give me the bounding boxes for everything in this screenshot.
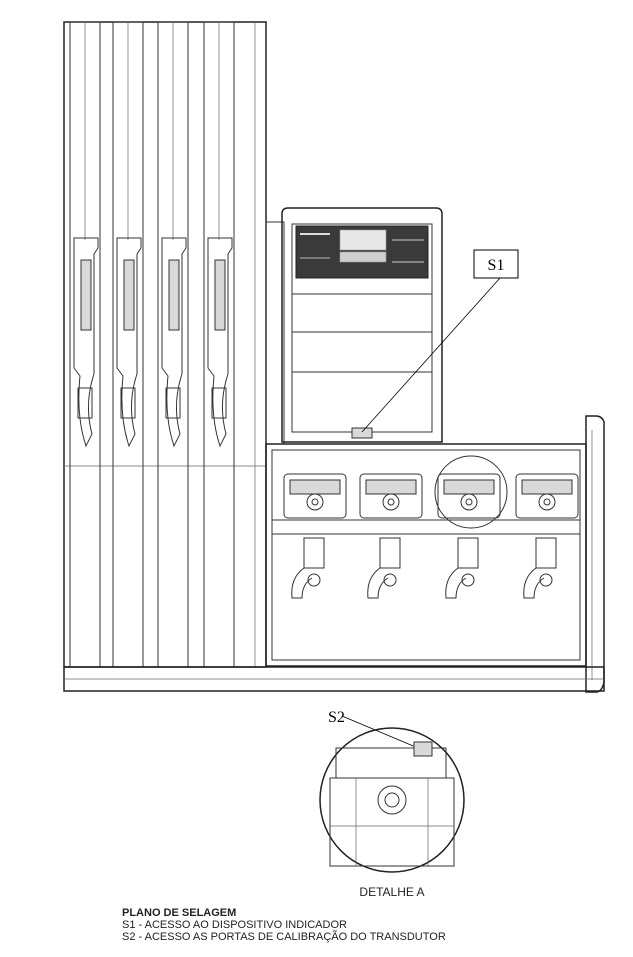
base-plate [63,666,605,692]
callout-s1-label: S1 [488,257,505,274]
meter-1 [283,473,347,519]
detail-a-caption: DETALHE A [359,885,424,899]
valve-4 [523,537,557,599]
nozzle-2 [116,237,142,448]
meter-4 [515,473,579,519]
nozzle-4 [207,237,233,448]
display-head [265,207,443,445]
valve-2 [367,537,401,599]
meter-3 [437,473,501,519]
indicator-seal-point [351,427,373,439]
legend-line-s1: S1 - ACESSO AO DISPOSITIVO INDICADOR [122,919,347,931]
callout-s1: S1 [361,249,519,433]
meter-2 [359,473,423,519]
calibration-seal-point [413,741,433,757]
valve-1 [291,537,325,599]
detail-a: S2 DETALHE A [319,709,465,899]
valve-3 [445,537,479,599]
hydraulic-cabinet [265,415,605,693]
callout-s2-label: S2 [328,709,345,726]
detail-a-marker [434,455,508,529]
legend-line-s2: S2 - ACESSO AS PORTAS DE CALIBRAÇÃO DO T… [122,931,446,943]
legend-title: PLANO DE SELAGEM [122,907,237,919]
nozzle-1 [73,237,99,448]
nozzle-3 [161,237,187,448]
sealing-plan-legend: PLANO DE SELAGEM S1 - ACESSO AO DISPOSIT… [122,907,602,943]
